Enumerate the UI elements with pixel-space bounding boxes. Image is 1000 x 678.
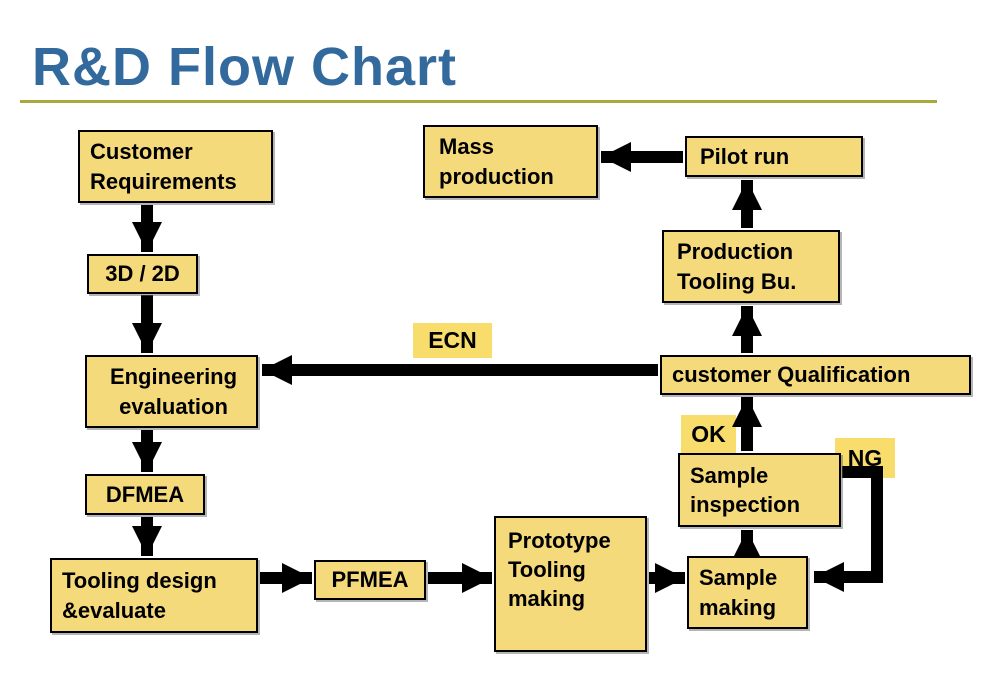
- flow-label-ok: OK: [681, 415, 736, 453]
- page-title: R&D Flow Chart: [32, 37, 457, 97]
- node-dfmea: DFMEA: [85, 474, 205, 515]
- flow-label-ng: NG: [835, 438, 895, 478]
- node-customer-qualification: customer Qualification: [660, 355, 971, 395]
- title-underline: [20, 100, 937, 103]
- node-mass-production: Mass production: [423, 125, 598, 198]
- node-sample-inspection: Sample inspection: [678, 453, 841, 527]
- node-pilot-run: Pilot run: [685, 136, 863, 177]
- node-engineering-evaluation: Engineering evaluation: [85, 355, 258, 428]
- node-customer-requirements: Customer Requirements: [78, 130, 273, 203]
- node-sample-making: Sample making: [687, 556, 808, 629]
- node-prototype-tooling-making: Prototype Tooling making: [494, 516, 647, 652]
- flow-label-ecn: ECN: [413, 323, 492, 358]
- node-pfmea: PFMEA: [314, 560, 426, 600]
- node-3d-2d: 3D / 2D: [87, 254, 198, 294]
- node-production-tooling-bu: Production Tooling Bu.: [662, 230, 840, 303]
- node-tooling-design-evaluate: Tooling design &evaluate: [50, 558, 258, 633]
